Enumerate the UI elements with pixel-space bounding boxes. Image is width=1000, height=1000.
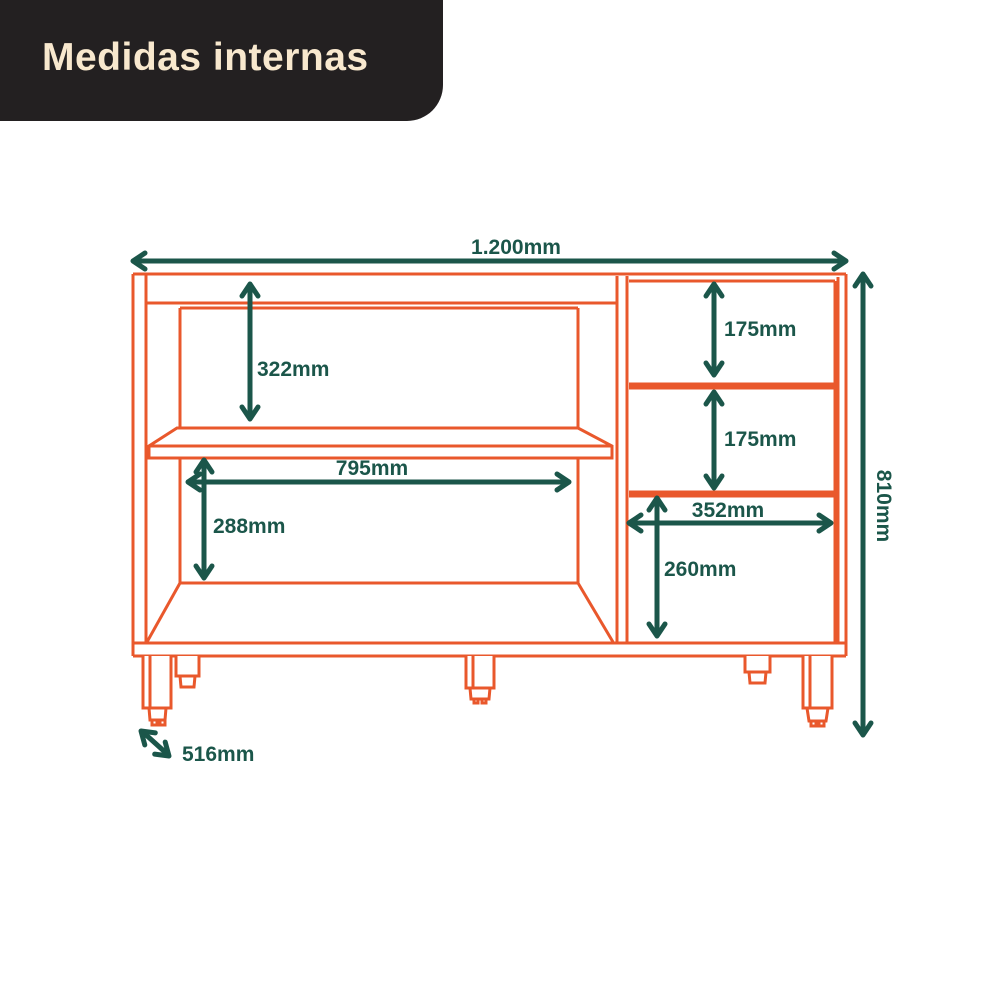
dim-arrow-lower-height [193,457,215,581]
dim-label-drawer-width: 352mm [692,499,764,522]
legs [141,656,834,728]
dim-arrow-drawer-mid-height [703,389,725,491]
drawer-section [629,279,837,642]
dim-label-drawer-bottom-height: 260mm [664,558,736,581]
dim-arrow-total-width [130,250,849,272]
dim-arrow-shelf-width [185,471,572,493]
dim-label-total-width: 1.200mm [471,236,561,259]
dim-label-total-height: 810mm [872,470,895,542]
dim-label-lower-height: 288mm [213,515,285,538]
dim-label-drawer-mid-height: 175mm [724,428,796,451]
dim-label-upper-height: 322mm [257,358,329,381]
dim-label-depth: 516mm [182,743,254,766]
front-right-leg [801,656,834,728]
dimension-arrows [130,250,874,759]
shelf [147,426,614,460]
dim-arrow-depth [138,728,172,759]
dim-arrow-drawer-top-height [703,281,725,378]
dim-arrow-drawer-bottom-height [646,495,668,639]
front-left-leg [141,656,173,727]
dimension-labels: 1.200mm 322mm 795mm 288mm 175mm 175mm 35… [182,236,895,766]
middle-leg [464,656,496,705]
back-middle-leg [743,656,772,685]
dim-arrow-total-height [852,271,874,738]
dim-arrow-drawer-width [626,512,834,534]
left-section-interior [145,306,615,643]
dim-label-shelf-width: 795mm [336,457,408,480]
cabinet-drawing [131,272,848,728]
dim-label-drawer-top-height: 175mm [724,318,796,341]
center-divider-panel [615,276,629,643]
back-left-leg [174,656,201,689]
dim-arrow-upper-height [239,281,261,422]
page-title: Medidas internas [42,35,369,79]
header-badge: Medidas internas [0,0,443,121]
